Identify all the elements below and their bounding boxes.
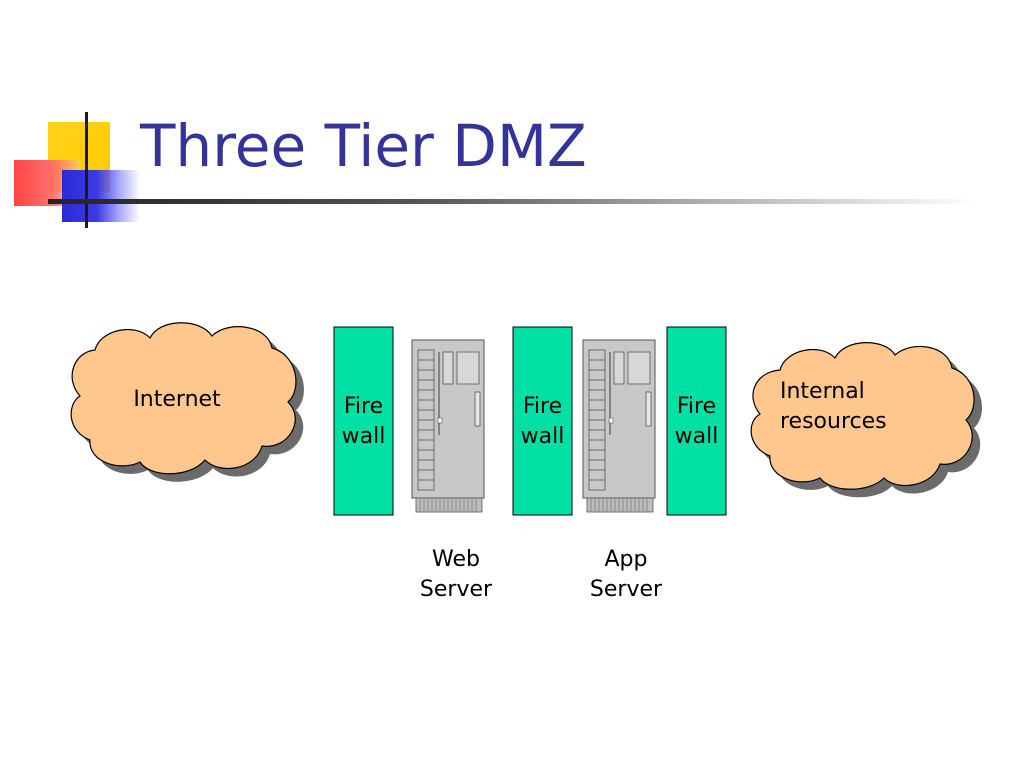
web-server-icon (411, 339, 485, 513)
firewall-2-label: Fire wall (520, 394, 565, 449)
internet-label: Internet (133, 387, 221, 412)
page-title: Three Tier DMZ (140, 112, 587, 180)
logo-vertical-line (85, 112, 88, 228)
app-server-label: App Server (589, 547, 663, 602)
app-server-icon (582, 339, 656, 513)
firewall-3-label: Fire wall (674, 394, 719, 449)
firewall-2 (512, 326, 573, 516)
firewall-1 (333, 326, 394, 516)
slide-logo (0, 0, 140, 230)
internal-resources-label: Internal resources (780, 379, 887, 434)
title-rule (48, 199, 978, 204)
firewall-1-label: Fire wall (341, 394, 386, 449)
firewall-3 (666, 326, 727, 516)
logo-blue-square (62, 170, 140, 222)
web-server-label: Web Server (419, 547, 493, 602)
